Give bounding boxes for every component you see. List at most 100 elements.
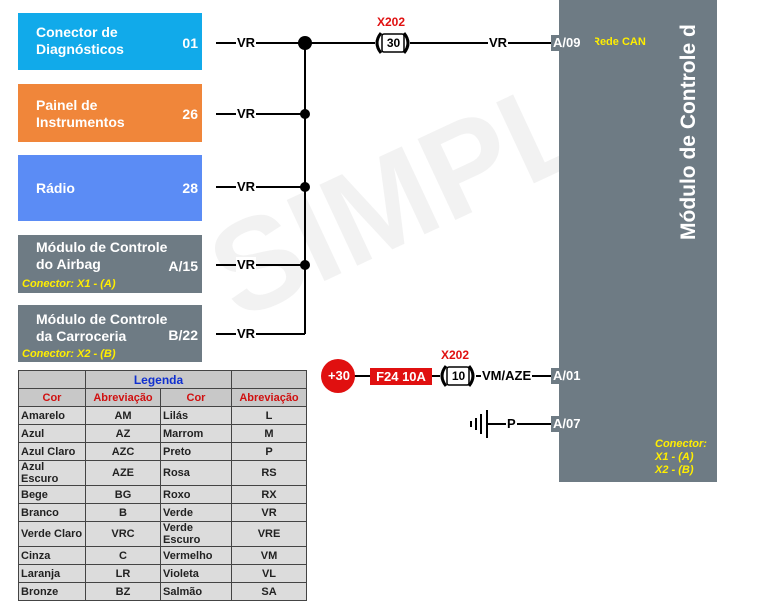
legend-abbreviation: AZ (85, 424, 161, 443)
wire-label-radio: VR (236, 179, 257, 194)
legend-color-name: Amarelo (18, 406, 86, 425)
legend-abbreviation: VRC (85, 521, 161, 547)
module-connector-info: Conector: X1 - (A) X2 - (B) (655, 438, 707, 477)
module-pin-a07: A/07 (551, 416, 595, 432)
instrument-panel-box: Painel de Instrumentos 26 (18, 84, 202, 142)
legend-abbreviation: BG (85, 485, 161, 504)
splice-radio (300, 182, 310, 192)
panel-pin: 26 (182, 106, 198, 122)
body-pin: B/22 (168, 327, 198, 343)
splice-airbag (300, 260, 310, 270)
body-label-1: Módulo de Controle (36, 311, 168, 327)
module-conn-title: Conector: (655, 438, 707, 450)
legend-color-name: Verde (160, 503, 232, 522)
x202-pin-10: 10 (451, 369, 466, 383)
radio-label: Rádio (36, 180, 75, 196)
wire-label-ground: P (506, 416, 517, 431)
airbag-connector: Conector: X1 - (A) (22, 278, 116, 290)
legend-abbreviation: VL (231, 564, 307, 583)
wire-label-body: VR (236, 326, 257, 341)
legend-color-name: Vermelho (160, 546, 232, 565)
legend-abbreviation: L (231, 406, 307, 425)
airbag-label-2: do Airbag (36, 256, 101, 272)
main-module-title: Módulo de Controle d (677, 24, 700, 240)
x202-pin-30: 30 (386, 36, 401, 50)
legend-spacer (231, 370, 307, 389)
legend-color-name: Bege (18, 485, 86, 504)
legend-spacer (18, 370, 86, 389)
legend-color-name: Roxo (160, 485, 232, 504)
legend-color-name: Salmão (160, 582, 232, 601)
power-label: +30 (327, 368, 351, 383)
legend-abbreviation: M (231, 424, 307, 443)
diag-pin: 01 (182, 35, 198, 51)
wire-label-panel: VR (236, 106, 257, 121)
body-connector: Conector: X2 - (B) (22, 348, 116, 360)
legend-color-name: Marrom (160, 424, 232, 443)
legend-abbreviation: AZC (85, 442, 161, 461)
legend-color-name: Branco (18, 503, 86, 522)
x202-label-top: X202 (377, 15, 406, 29)
legend-header: Cor (160, 388, 232, 407)
airbag-label-1: Módulo de Controle (36, 239, 168, 255)
legend-color-name: Laranja (18, 564, 86, 583)
splice-panel (300, 109, 310, 119)
legend-abbreviation: P (231, 442, 307, 461)
ground-icon (470, 410, 488, 438)
legend-color-name: Verde Claro (18, 521, 86, 547)
wire-label-diag: VR (236, 35, 257, 50)
module-pin-a09: A/09 (551, 35, 595, 51)
legend-abbreviation: C (85, 546, 161, 565)
panel-label-2: Instrumentos (36, 114, 125, 130)
body-label-2: da Carroceria (36, 328, 127, 344)
panel-label-1: Painel de (36, 97, 98, 113)
legend-abbreviation: VRE (231, 521, 307, 547)
legend-abbreviation: RS (231, 460, 307, 486)
fuse-box (370, 368, 432, 385)
legend-abbreviation: AM (85, 406, 161, 425)
legend-color-name: Lilás (160, 406, 232, 425)
legend-header: Abreviação (85, 388, 161, 407)
wire-label-can: VR (488, 35, 509, 50)
legend-abbreviation: LR (85, 564, 161, 583)
legend-abbreviation: VM (231, 546, 307, 565)
legend-header: Abreviação (231, 388, 307, 407)
airbag-pin: A/15 (168, 258, 198, 274)
diag-connector-box: Conector de Diagnósticos 01 (18, 13, 202, 70)
legend-abbreviation: B (85, 503, 161, 522)
legend-title: Legenda (85, 370, 232, 389)
connector-x202-30 (375, 32, 410, 54)
wire-label-vmaze: VM/AZE (481, 368, 533, 383)
module-pin-a01: A/01 (551, 368, 595, 384)
main-module: Módulo de Controle d Rede CAN Conector: … (559, 0, 717, 482)
radio-pin: 28 (182, 180, 198, 196)
module-conn-x1: X1 - (A) (655, 451, 694, 463)
power-circle (321, 359, 355, 393)
legend-color-name: Preto (160, 442, 232, 461)
connector-x202-10 (440, 365, 475, 387)
legend-color-name: Azul Escuro (18, 460, 86, 486)
legend-abbreviation: VR (231, 503, 307, 522)
legend-color-name: Verde Escuro (160, 521, 232, 547)
wire-label-airbag: VR (236, 257, 257, 272)
legend-color-name: Cinza (18, 546, 86, 565)
legend-abbreviation: RX (231, 485, 307, 504)
legend-header: Cor (18, 388, 86, 407)
diag-label-2: Diagnósticos (36, 41, 124, 57)
x202-label-bottom: X202 (441, 348, 470, 362)
legend-abbreviation: AZE (85, 460, 161, 486)
fuse-label: F24 10A (376, 369, 426, 384)
legend-color-name: Rosa (160, 460, 232, 486)
legend-color-name: Bronze (18, 582, 86, 601)
legend-abbreviation: SA (231, 582, 307, 601)
